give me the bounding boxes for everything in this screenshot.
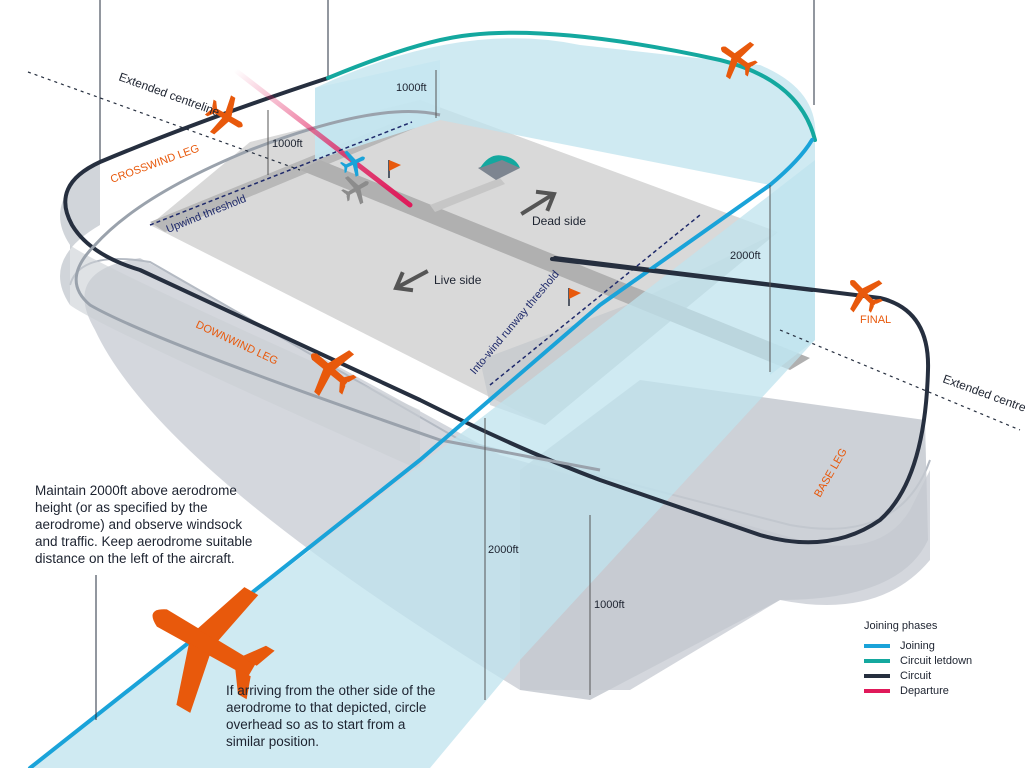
windsock-2: [568, 288, 581, 306]
height-label-joining: 2000ft: [488, 544, 519, 556]
live-side-label: Live side: [434, 273, 482, 287]
dead-side-arrow: [520, 189, 557, 216]
extended-centreline-lines: [27, 71, 1021, 431]
legend-title: Joining phases: [864, 620, 938, 632]
legend-swatch-circuit-letdown: [864, 658, 890, 663]
legend-swatch-circuit: [864, 673, 890, 678]
guide-lines: [99, 0, 815, 162]
legend-label-circuit-letdown: Circuit letdown: [900, 654, 973, 667]
live-side-arrow: [393, 269, 429, 293]
departure-track: [232, 67, 413, 208]
legend-label-departure: Departure: [900, 684, 949, 697]
taxiway: [430, 178, 505, 212]
height-markers: [267, 70, 771, 700]
extended-centreline-label-left: Extended centreline: [117, 70, 222, 120]
hangar: [478, 155, 520, 180]
legend-item-circuit-letdown: Circuit letdown: [864, 653, 972, 668]
letdown-curtain: [315, 38, 816, 375]
letdown-curtain-left: [315, 60, 440, 160]
legend-item-joining: Joining: [864, 638, 972, 653]
windsock-1: [388, 160, 401, 178]
height-label-right: 2000ft: [730, 250, 761, 262]
height-label-crosswind: 1000ft: [272, 138, 303, 150]
height-label-base: 1000ft: [594, 599, 625, 611]
letdown-track: [326, 30, 817, 142]
legend-item-circuit: Circuit: [864, 668, 972, 683]
threshold-lines: [149, 121, 701, 386]
dead-side-label: Dead side: [532, 214, 586, 228]
final-approach-line: [550, 257, 814, 292]
legend-label-circuit: Circuit: [900, 669, 932, 682]
legend-item-departure: Departure: [864, 683, 972, 698]
legend-swatch-joining: [864, 643, 890, 648]
legend-swatch-departure: [864, 688, 890, 693]
final-label: FINAL: [860, 314, 891, 326]
height-label-letdown: 1000ft: [396, 82, 427, 94]
upper-circuit-wall-left: [70, 245, 420, 470]
legend-label-joining: Joining: [900, 639, 935, 652]
joining-phases-legend: Joining phases Joining Circuit letdown C…: [864, 620, 972, 698]
circuit-track: [63, 76, 931, 545]
arriving-other-side-note: If arriving from the other side of the a…: [226, 683, 436, 749]
inner-circuit-track: [74, 110, 601, 472]
joining-track: [28, 138, 814, 768]
maintain-height-note: Maintain 2000ft above aerodrome height (…: [35, 483, 253, 566]
extended-centreline-label-right: Extended centreline: [941, 372, 1025, 422]
